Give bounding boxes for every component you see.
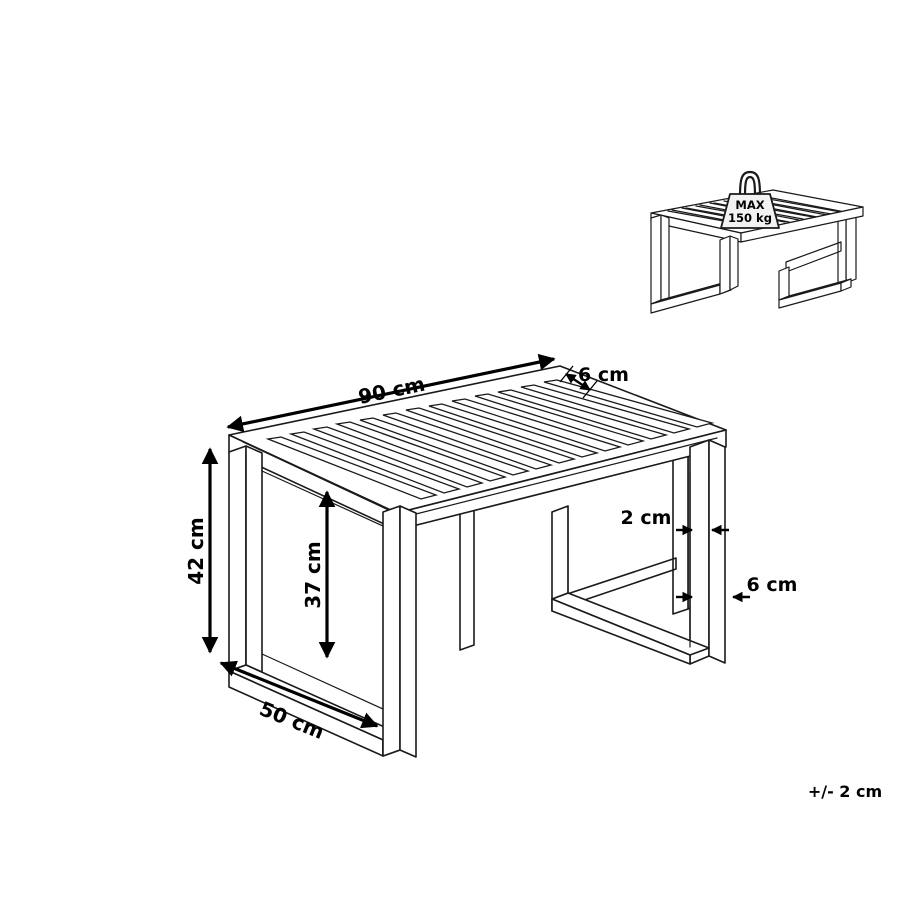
dimension-frame-thickness-label: 2 cm [621,507,672,529]
dimension-leg-width-label: 6 cm [747,574,798,596]
leg-near-right [551,439,726,665]
load-badge-line1: MAX [735,198,764,212]
dimension-leg-width: 6 cm [676,574,798,603]
dimension-total-height: 42 cm [184,447,219,654]
tolerance-note: +/- 2 cm [808,782,882,801]
load-capacity-inset: MAX 150 kg [650,170,864,314]
leg-far-left [459,499,475,651]
load-badge: MAX 150 kg [720,170,780,229]
dimension-slat-width: 6 cm [559,364,629,399]
bench-top [228,365,727,531]
dimension-clearance-height-label: 37 cm [301,541,325,609]
inset-leg-near-left [650,214,739,314]
dimension-slat-width-label: 6 cm [578,364,629,386]
dimension-clearance-height: 37 cm [301,490,336,659]
dimension-total-height-label: 42 cm [184,517,208,585]
dimension-frame-thickness: 2 cm [621,507,729,536]
load-badge-line2: 150 kg [728,211,772,225]
inset-leg-near-right [778,266,852,309]
